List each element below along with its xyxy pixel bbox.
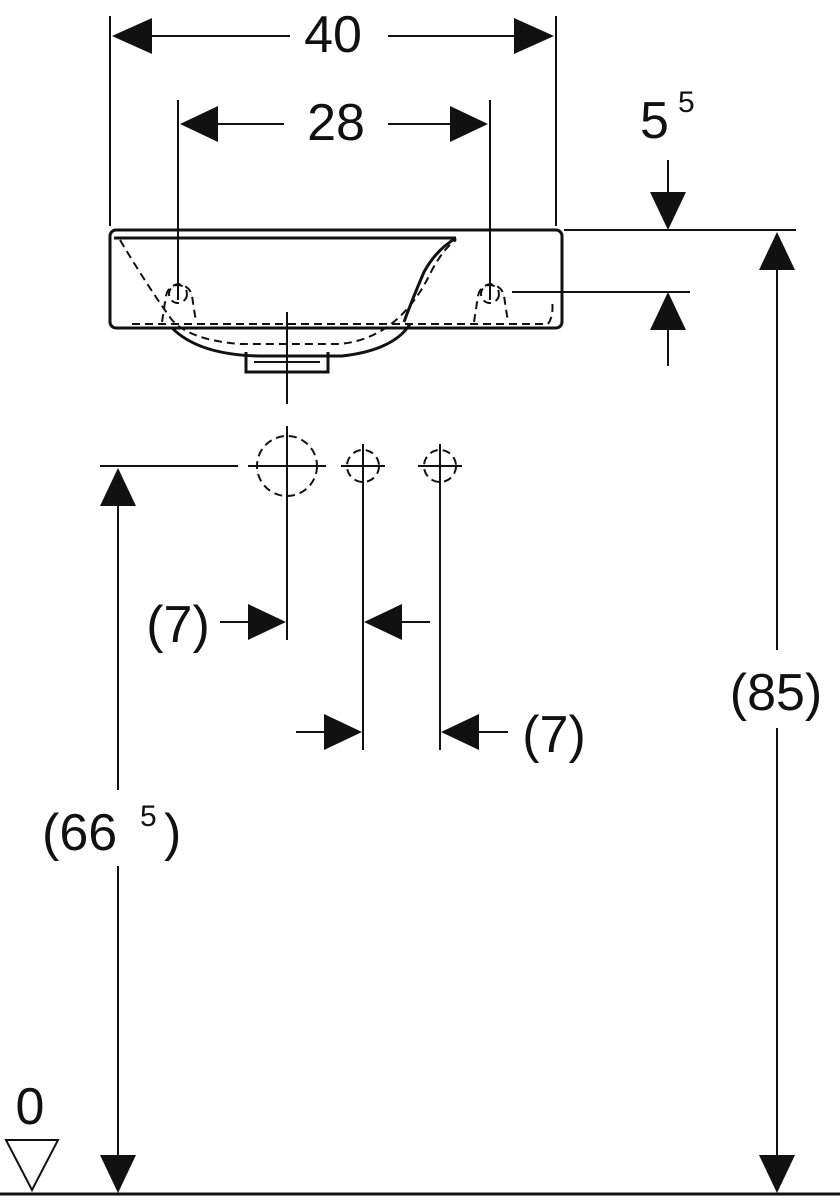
arrow-left-icon — [364, 604, 402, 640]
hidden-bowl-contour — [119, 239, 457, 345]
arrow-right-icon — [514, 18, 554, 54]
arrow-up-icon — [650, 292, 686, 330]
floor-level: 0 — [0, 1078, 840, 1196]
hidden-floor-contour — [132, 299, 554, 325]
rim-height-superscript: 5 — [678, 86, 695, 119]
supply-height-superscript: 5 — [140, 800, 157, 833]
basin-bowl — [170, 323, 412, 358]
arrow-left-icon — [112, 18, 152, 54]
arrow-down-icon — [650, 192, 686, 230]
arrow-left-icon — [441, 714, 479, 750]
offset-right-label: (7) — [522, 706, 586, 764]
dimension-overall-width: 40 — [109, 6, 557, 226]
arrow-right-icon — [450, 106, 488, 142]
dimension-hole-spacing: 28 — [177, 94, 491, 300]
basin-front-view — [108, 228, 564, 404]
arrow-up-icon — [759, 232, 795, 270]
arrow-right-icon — [248, 604, 286, 640]
dimension-offset-left: (7) — [146, 596, 430, 654]
supply-height-label: (66 — [42, 804, 117, 862]
dimension-supply-height: (66 5 ) — [42, 468, 181, 1193]
hole-spacing-label: 28 — [307, 94, 365, 152]
dimension-offset-right: (7) — [296, 706, 586, 764]
total-height-label: (85) — [730, 664, 822, 722]
rim-height-label: 5 — [640, 92, 669, 150]
width-label: 40 — [304, 6, 362, 64]
supply-height-close: ) — [164, 804, 181, 862]
arrow-left-icon — [180, 106, 218, 142]
supply-connections — [100, 426, 462, 750]
fixing-hole-circle — [168, 284, 188, 304]
basin-outline — [108, 228, 564, 330]
offset-left-label: (7) — [146, 596, 210, 654]
fixing-hole-left — [161, 282, 197, 323]
basin-rim-curve — [402, 236, 457, 323]
floor-level-triangle-icon — [4, 1139, 60, 1193]
dimension-rim-height: 5 5 — [512, 86, 695, 366]
fixing-hole-circle — [480, 284, 500, 304]
fixing-hole-right — [473, 282, 509, 323]
arrow-down-icon — [100, 1155, 136, 1193]
arrow-up-icon — [100, 468, 136, 506]
floor-level-label: 0 — [16, 1078, 45, 1136]
dimension-total-height: (85) — [564, 229, 822, 1193]
arrow-down-icon — [759, 1155, 795, 1193]
arrow-right-icon — [324, 714, 362, 750]
